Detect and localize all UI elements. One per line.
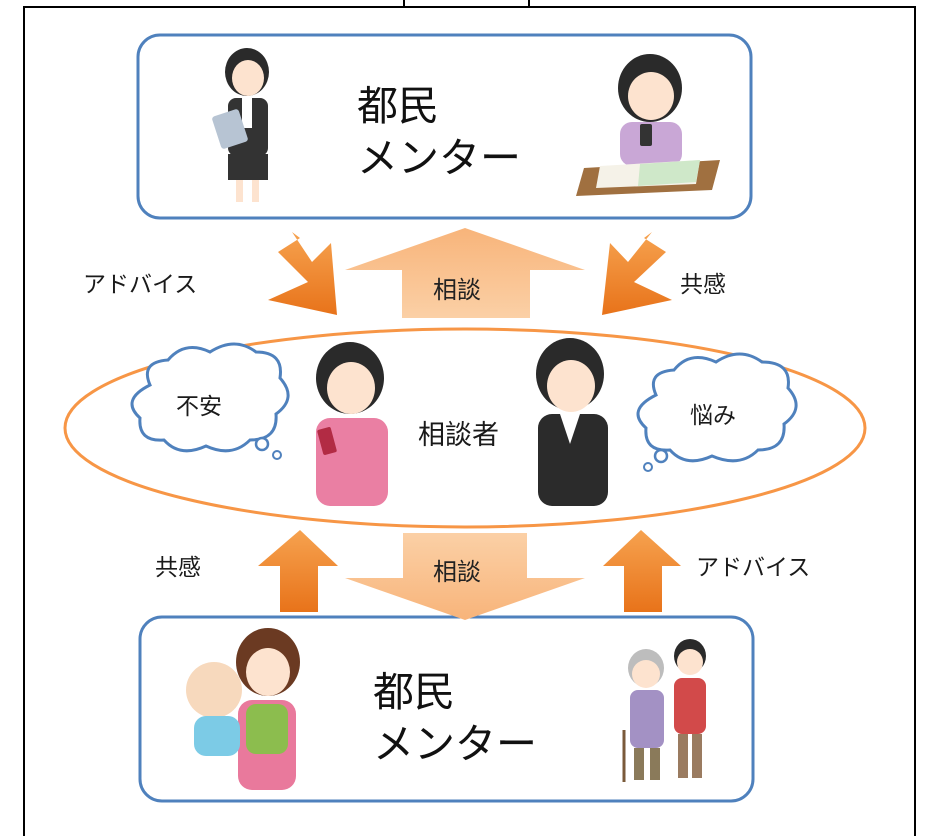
woman-with-tablet-icon — [212, 48, 269, 202]
top-mentor-line1: 都民 — [357, 82, 439, 130]
bottom-left-arrow — [258, 530, 338, 612]
right-bubble-worry: 悩み — [690, 403, 736, 429]
bottom-right-arrow — [603, 530, 681, 612]
top-left-arrow — [268, 232, 337, 315]
student-studying-icon — [576, 54, 720, 196]
bottom-mentor-title: 都民 メンター — [373, 666, 537, 770]
consulter-label: 相談者 — [418, 420, 499, 451]
thought-bubble-right — [636, 352, 798, 472]
bottom-mentor-line1: 都民 — [373, 668, 455, 716]
frame-tick — [403, 0, 405, 6]
frame-tick — [528, 0, 530, 6]
bottom-center-consult-label: 相談 — [433, 558, 481, 586]
left-bubble-anxiety: 不安 — [176, 394, 222, 420]
bottom-center-arrow — [345, 533, 585, 620]
top-center-arrow — [345, 228, 585, 318]
top-center-consult-label: 相談 — [433, 276, 481, 304]
top-right-arrow — [602, 232, 672, 315]
thought-bubble-left — [130, 342, 290, 460]
worried-woman-suit-icon — [536, 338, 608, 506]
diagram-frame — [23, 6, 916, 836]
caregiver-with-elderly-icon — [622, 639, 706, 782]
top-right-empathy-label: 共感 — [680, 272, 726, 298]
top-left-advice-label: アドバイス — [83, 272, 198, 298]
top-mentor-line2: メンター — [357, 134, 521, 182]
bottom-left-empathy-label: 共感 — [155, 555, 201, 581]
woman-with-phone-icon — [316, 342, 388, 506]
bottom-mentor-line2: メンター — [373, 720, 537, 768]
bottom-right-advice-label: アドバイス — [696, 555, 811, 581]
top-mentor-title: 都民 メンター — [357, 80, 521, 184]
mother-with-baby-icon — [186, 628, 300, 790]
